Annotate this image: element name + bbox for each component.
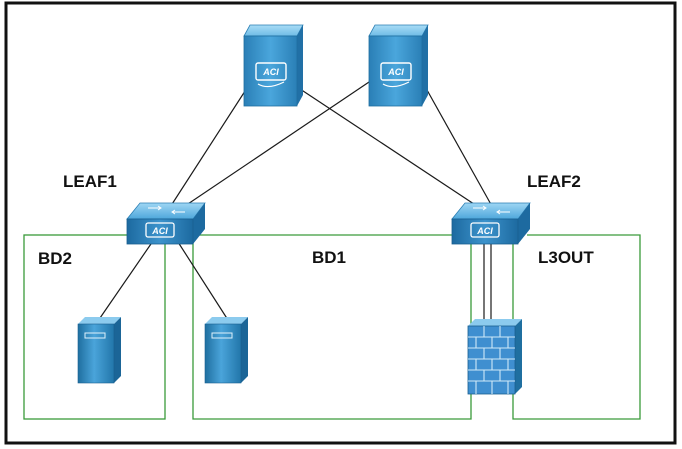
- server-2: [204, 317, 248, 384]
- aci-logo-icon: ACI: [255, 62, 287, 88]
- link-leaf1-server1: [99, 240, 154, 319]
- firewall-icon: [467, 319, 522, 395]
- link-spine1-leaf1: [164, 87, 248, 216]
- bd2-domain-box: [23, 234, 166, 420]
- bd2-label: BD2: [38, 249, 72, 268]
- svg-text:ACI: ACI: [476, 226, 493, 236]
- server-1: [77, 317, 121, 384]
- svg-text:ACI: ACI: [387, 67, 404, 77]
- link-spine1-leaf2: [290, 82, 484, 211]
- leaf2-label: LEAF2: [527, 172, 581, 191]
- aci-logo-icon: ACI: [145, 222, 175, 238]
- link-spine2-leaf1: [175, 79, 373, 213]
- link-leaf1-server2: [177, 241, 229, 321]
- aci-logo-icon: ACI: [470, 222, 500, 238]
- spine-switch-2: ACI: [368, 24, 429, 107]
- server-drive-icon: [84, 332, 106, 339]
- outer-frame: [4, 1, 677, 445]
- spine-switch-1: ACI: [243, 24, 304, 107]
- leaf1-label: LEAF1: [63, 172, 117, 191]
- server-drive-icon: [211, 332, 233, 339]
- leaf-switch-1: ACI: [126, 202, 206, 245]
- aci-logo-icon: ACI: [380, 62, 412, 88]
- l3out-label: L3OUT: [538, 248, 594, 267]
- links: [99, 79, 494, 321]
- bd1-label: BD1: [312, 248, 346, 267]
- link-spine2-leaf2: [426, 89, 494, 209]
- svg-text:ACI: ACI: [151, 226, 168, 236]
- svg-text:ACI: ACI: [262, 67, 279, 77]
- leaf-switch-2: ACI: [451, 202, 531, 245]
